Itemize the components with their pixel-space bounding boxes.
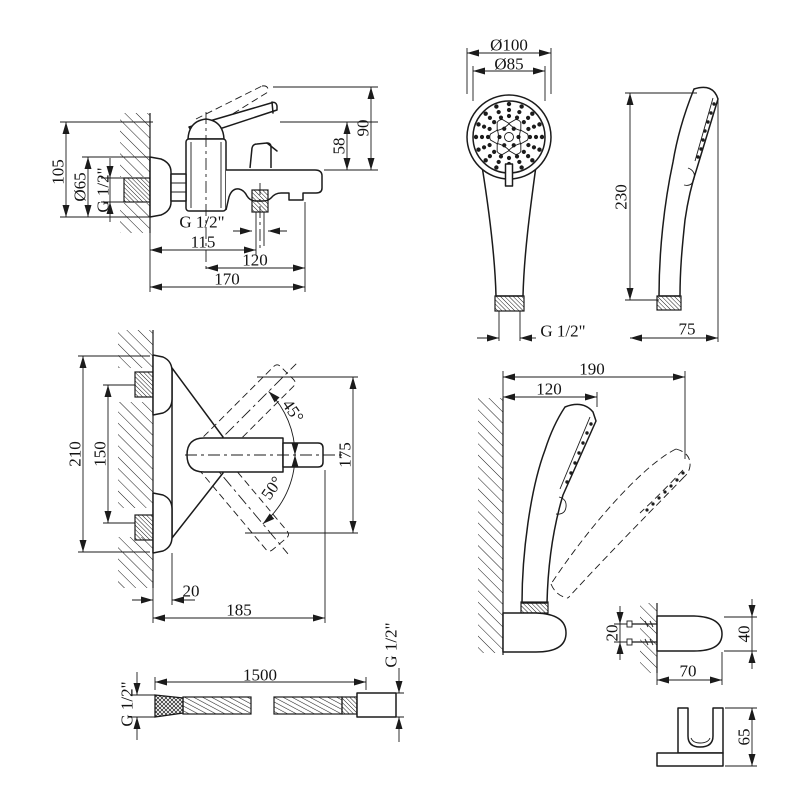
inlet-pipe-bottom <box>134 514 154 541</box>
handle-thread-connector <box>494 295 525 312</box>
inlet-pipe-top <box>134 371 154 398</box>
extension-lines <box>466 48 552 341</box>
dim-170: 170 <box>214 270 240 289</box>
wall-holder-with-handset-view: 190 120 <box>478 360 691 655</box>
dim-50deg: 50° <box>257 473 286 503</box>
shower-hose-view: 1500 G 1/2" G 1/2" <box>118 622 404 742</box>
dim-120b: 120 <box>536 380 562 399</box>
clip-inner-rim <box>690 737 711 744</box>
dim-90: 90 <box>354 120 373 137</box>
swing-arc-upper <box>268 391 299 456</box>
dim-dia65: Ø65 <box>71 172 90 201</box>
dim-58: 58 <box>330 138 349 155</box>
dim-40: 40 <box>735 626 754 643</box>
connection-nut <box>170 173 187 202</box>
wall-hatch <box>118 402 153 508</box>
dim-70: 70 <box>680 662 697 681</box>
wall-holder-body <box>502 612 567 653</box>
escutcheon-top <box>152 354 173 416</box>
spray-nozzles <box>473 101 545 173</box>
shower-mixer-front-view: 45° 50° 210 150 175 20 185 <box>66 330 358 623</box>
dim-115: 115 <box>191 233 216 252</box>
escutcheon-bottom <box>152 492 173 554</box>
wall-hatch <box>640 603 657 673</box>
dim-185: 185 <box>226 601 252 620</box>
face-edge-line <box>694 97 714 162</box>
extension-lines <box>625 92 719 342</box>
dim-thread: G 1/2" <box>540 322 585 341</box>
outlet-extension <box>255 212 265 255</box>
extension-lines <box>78 355 358 623</box>
hose-cone-connector <box>154 694 184 718</box>
dim-dia85: Ø85 <box>494 55 523 74</box>
lever-tip <box>271 101 274 114</box>
dim-65: 65 <box>735 729 754 746</box>
screw-threads <box>644 620 654 646</box>
dim-1500: 1500 <box>243 666 277 685</box>
dim-105: 105 <box>49 159 68 185</box>
dim-thread-left: G 1/2" <box>118 681 137 726</box>
screw-head-bottom <box>626 638 633 646</box>
dim-thread-right: G 1/2" <box>382 622 401 667</box>
dim-75: 75 <box>679 320 696 339</box>
wall-hatch <box>120 203 150 233</box>
handset-tilted-dashed <box>550 448 691 599</box>
dim-20s: 20 <box>603 625 622 642</box>
mounting-screws <box>632 623 657 643</box>
handset-upright <box>521 403 597 604</box>
hose-segment-left <box>182 696 252 715</box>
side-thread-connector <box>656 295 682 311</box>
wall-hatch <box>118 330 153 368</box>
nut-facets <box>171 182 186 193</box>
handset-face-line <box>559 416 591 490</box>
dim-45deg: 45° <box>278 396 307 426</box>
screw-head-top <box>626 620 633 628</box>
diverter-knob <box>249 142 272 169</box>
swing-arc-lower <box>262 454 299 525</box>
body-detail-lines <box>190 142 222 208</box>
centerlines <box>205 112 261 272</box>
hand-shower-side-view: 230 75 <box>612 86 719 342</box>
holder-side-detail: 20 40 70 <box>603 599 757 685</box>
bracket-base <box>656 752 724 767</box>
holder-side-body <box>656 615 723 652</box>
wall-hatch <box>120 113 150 177</box>
dim-inlet-thread: G 1/2" <box>94 167 113 212</box>
dim-175: 175 <box>336 442 355 468</box>
dim-230: 230 <box>612 184 631 210</box>
hose-segment-right <box>273 696 343 715</box>
mode-tab <box>504 163 514 187</box>
dim-20: 20 <box>183 582 200 601</box>
dim-190: 190 <box>579 360 605 379</box>
wall-escutcheon <box>149 156 172 218</box>
wall-hatch <box>118 537 153 588</box>
dim-dia100: Ø100 <box>490 36 528 55</box>
hanging-hook <box>683 167 695 186</box>
inlet-pipe-thread <box>123 177 151 203</box>
diverter-pull <box>266 142 278 152</box>
hose-nut <box>356 692 397 718</box>
bracket-clip <box>677 707 724 754</box>
dim-210: 210 <box>66 441 85 467</box>
dim-120: 120 <box>242 251 268 270</box>
dim-outlet-thread: G 1/2" <box>179 213 224 232</box>
handset-hook <box>555 496 567 515</box>
hand-shower-front-view: Ø100 Ø85 G 1/2" <box>466 36 586 342</box>
handshower-profile <box>658 86 719 297</box>
spout <box>225 169 323 211</box>
dim-150: 150 <box>91 441 110 467</box>
handset-connector <box>520 601 549 614</box>
holder-front-detail: 65 <box>656 707 757 767</box>
bath-mixer-side-view: 105 Ø65 G 1/2" 58 90 G 1/2" 115 120 170 <box>49 85 378 292</box>
wall-hatch <box>478 398 503 653</box>
hose-thread-end <box>341 696 358 715</box>
